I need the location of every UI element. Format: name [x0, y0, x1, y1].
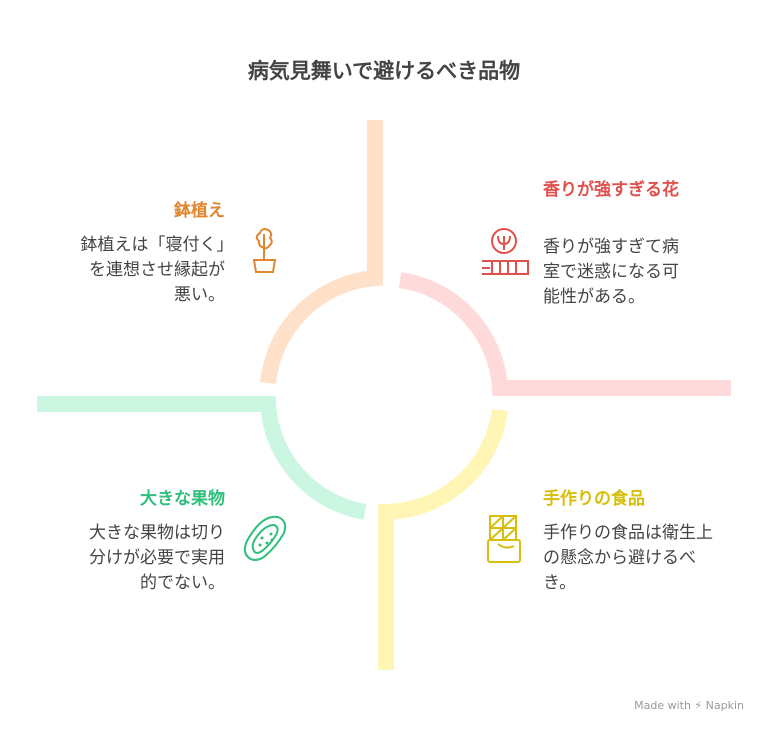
potted-plant-icon [252, 228, 277, 273]
napkin-watermark: Made with ⚡ Napkin [634, 699, 744, 712]
arc-green [37, 396, 367, 520]
body-large-fruit: 大きな果物は切り分けが必要で実用的でない。 [89, 523, 225, 593]
diagram-title: 病気見舞いで避けるべき品物 [247, 59, 521, 83]
heading-potted-plant: 鉢植え [174, 201, 225, 221]
body-homemade-food: 手作りの食品は衛生上の懸念から避けるべき。 [543, 523, 713, 593]
heading-homemade-food: 手作りの食品 [543, 489, 645, 509]
body-potted-plant: 鉢植えは「寝付く」を連想させ縁起が悪い。 [80, 235, 226, 305]
perfume-icon [482, 228, 529, 275]
arc-orange [260, 120, 383, 384]
chocolate-icon [487, 515, 521, 563]
arc-red [398, 272, 731, 396]
fruit-icon [243, 515, 287, 561]
body-fragrant-flower: 香りが強すぎて病室で迷惑になる可能性がある。 [543, 237, 679, 307]
arc-yellow [378, 408, 508, 670]
heading-fragrant-flower: 香りが強すぎる花 [543, 180, 679, 200]
heading-large-fruit: 大きな果物 [140, 489, 225, 509]
